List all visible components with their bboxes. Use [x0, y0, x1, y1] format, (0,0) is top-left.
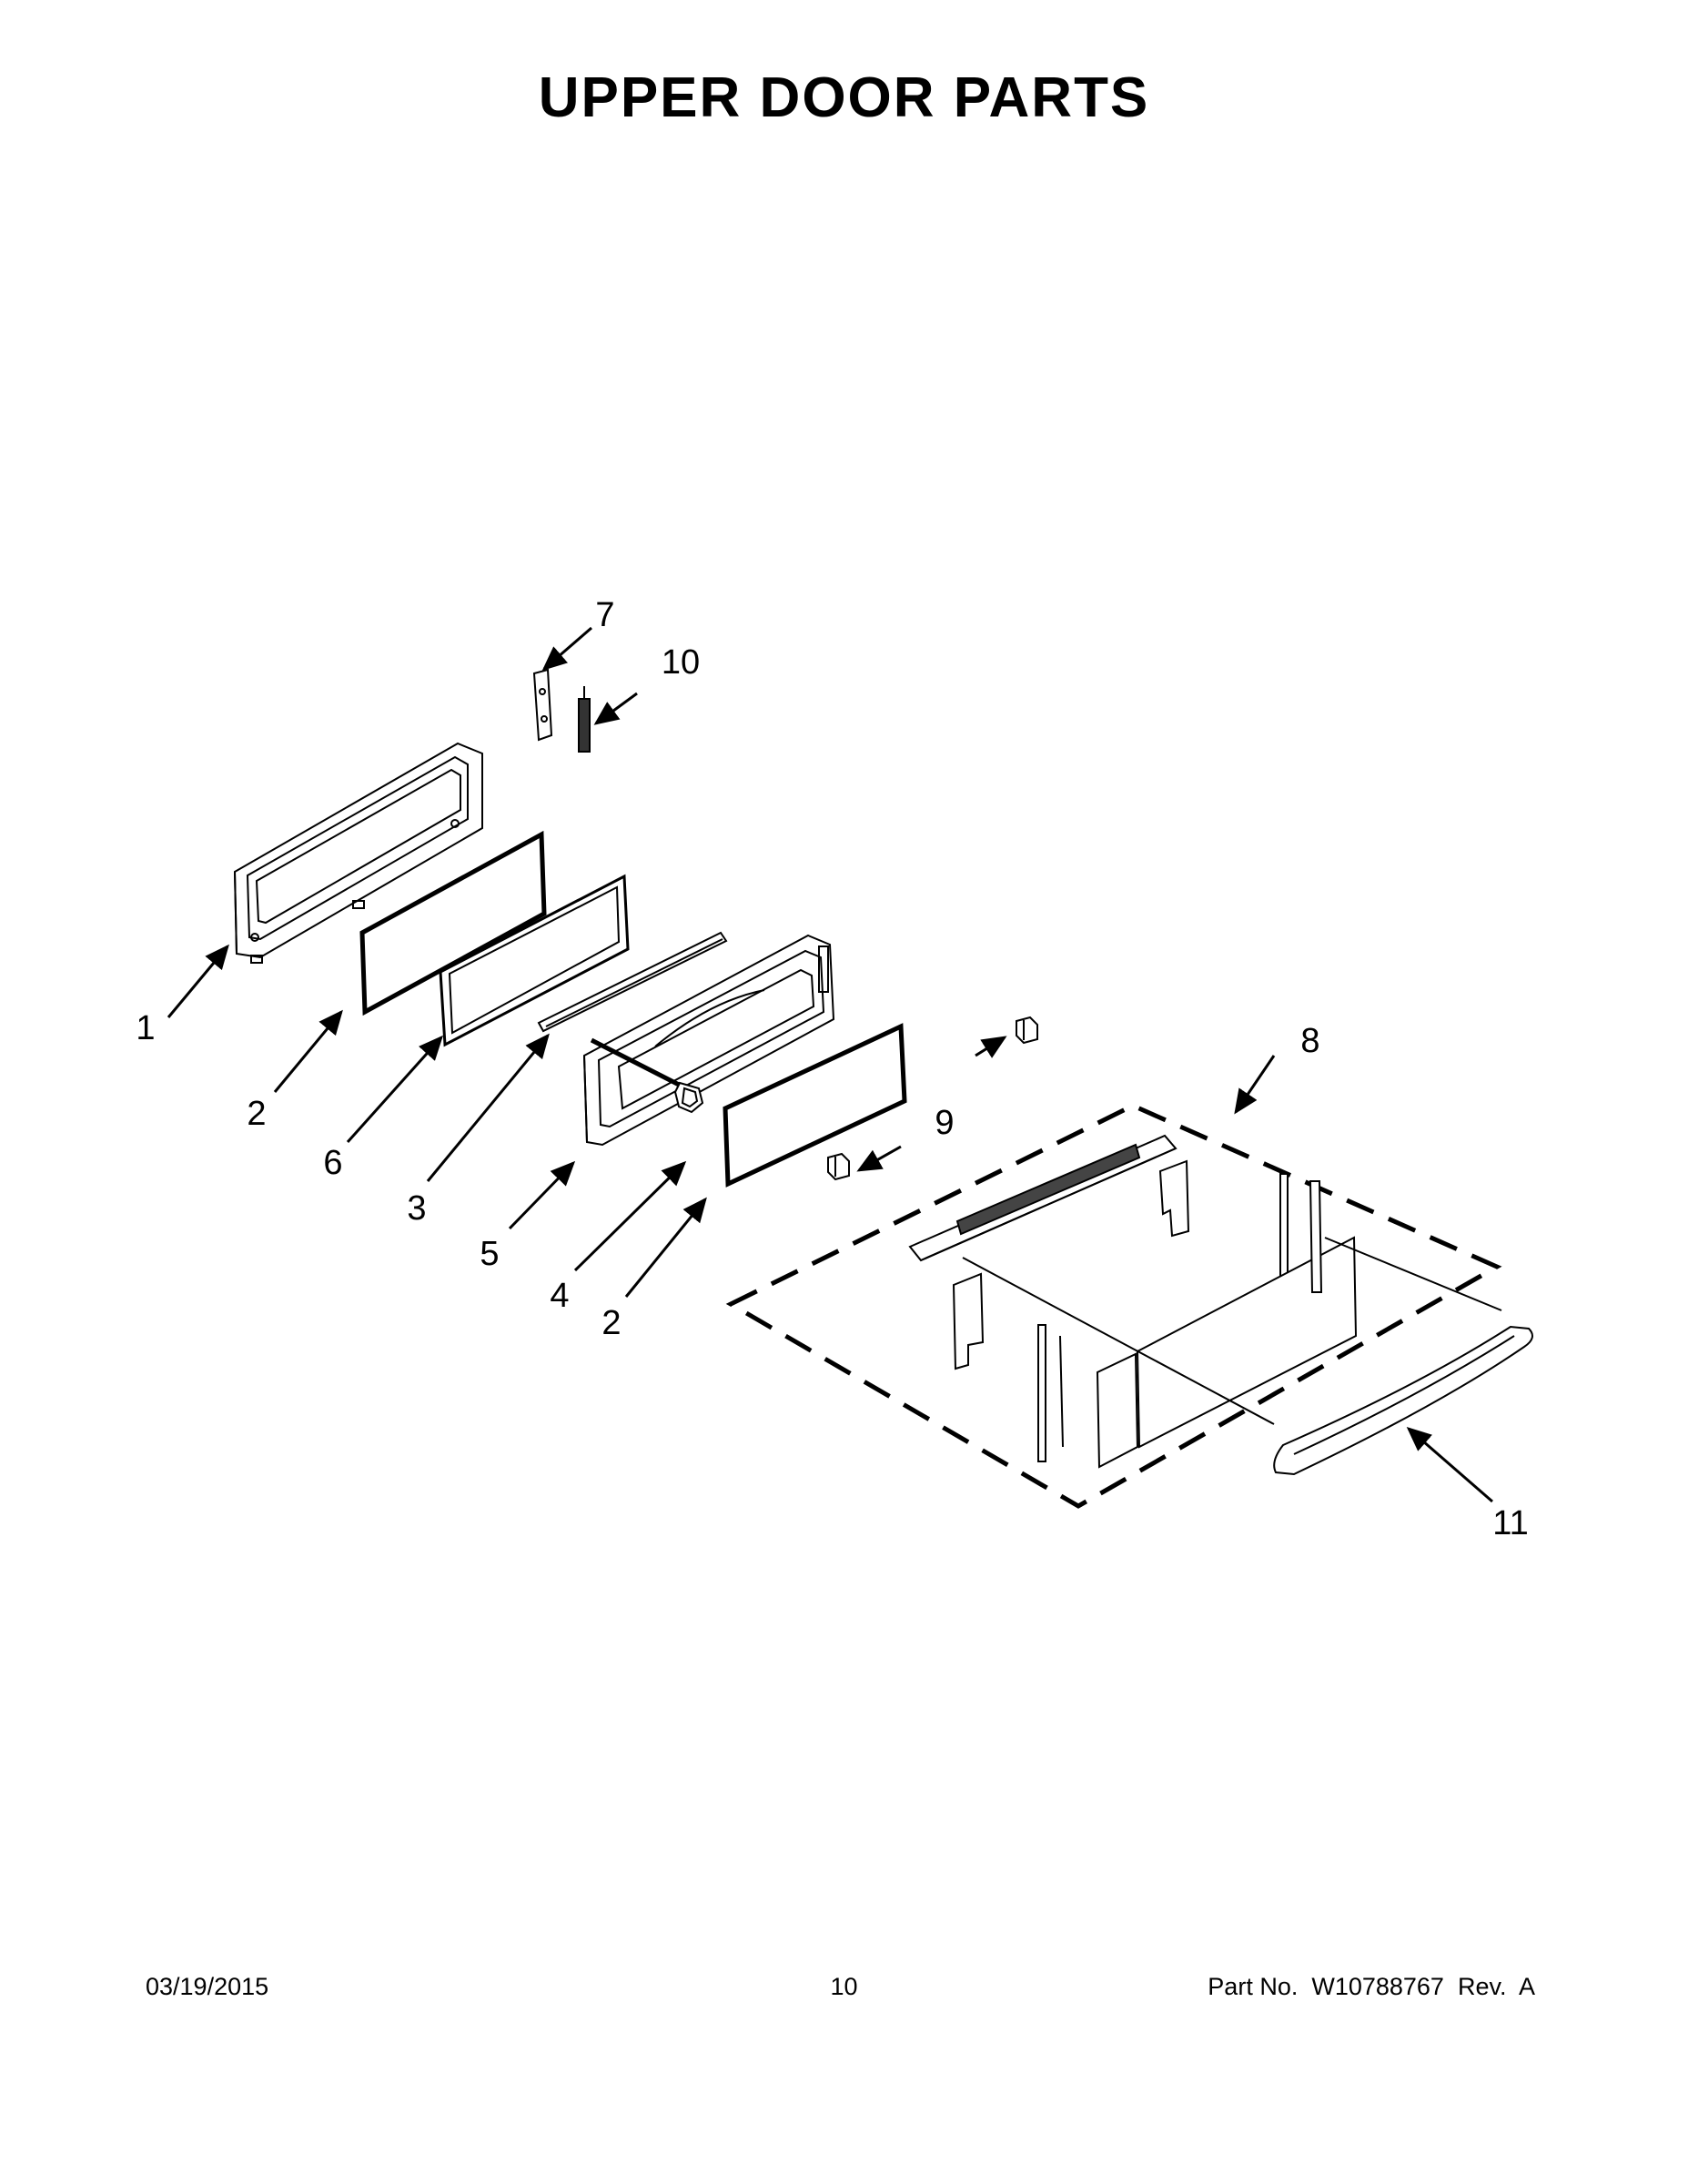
part-2-glass-panel-upper — [359, 830, 547, 1016]
arrow-1 — [167, 944, 229, 1018]
callout-4: 4 — [550, 1277, 569, 1315]
callout-2-lower: 2 — [601, 1304, 621, 1342]
callout-10: 10 — [662, 643, 700, 682]
part-4-screw — [590, 1037, 704, 1114]
part-6-glass-gasket-panel — [439, 874, 630, 1047]
callout-7: 7 — [595, 596, 614, 634]
part-8-handle-assembly-group — [725, 1103, 1502, 1509]
arrow-2b — [624, 1197, 707, 1298]
leader-arrows — [167, 626, 1493, 1503]
callout-labels: 1 2 6 3 5 4 2 7 10 8 9 11 — [136, 596, 1528, 1542]
arrow-8 — [1234, 1055, 1276, 1115]
part-8-vent-and-brackets — [908, 1134, 1502, 1469]
arrow-4 — [573, 1160, 687, 1272]
footer-page-number: 10 — [830, 1973, 858, 2000]
arrow-7 — [541, 626, 592, 671]
arrow-2a — [273, 1009, 343, 1093]
arrow-5 — [508, 1160, 576, 1230]
callout-1: 1 — [136, 1009, 155, 1047]
part-7-hinge-bracket — [532, 668, 553, 742]
footer-part-number: Part No. W10788767 Rev. A — [1208, 1973, 1535, 2000]
part-5-inner-door-liner — [582, 934, 835, 1147]
part-11-door-handle — [1273, 1325, 1533, 1476]
callout-6: 6 — [323, 1144, 342, 1182]
page-title: UPPER DOOR PARTS — [538, 66, 1150, 129]
callout-2-upper: 2 — [247, 1095, 266, 1133]
part-9-clips — [827, 1016, 1038, 1181]
callout-11: 11 — [1492, 1504, 1528, 1542]
callout-8: 8 — [1300, 1022, 1319, 1060]
arrow-10 — [593, 692, 638, 725]
arrow-9a — [975, 1036, 1007, 1058]
arrow-3 — [426, 1033, 550, 1182]
callout-9: 9 — [935, 1104, 954, 1142]
part-3-trim-strip — [537, 931, 728, 1033]
arrow-11 — [1406, 1427, 1493, 1503]
callout-3: 3 — [407, 1189, 426, 1228]
arrow-9b — [856, 1145, 902, 1172]
part-2-glass-panel-lower — [723, 1023, 907, 1188]
footer-date: 03/19/2015 — [146, 1973, 269, 2000]
arrow-6 — [346, 1035, 444, 1144]
callout-5: 5 — [480, 1235, 499, 1273]
part-1-outer-door-frame — [233, 742, 483, 964]
part-10-latch — [578, 686, 591, 753]
